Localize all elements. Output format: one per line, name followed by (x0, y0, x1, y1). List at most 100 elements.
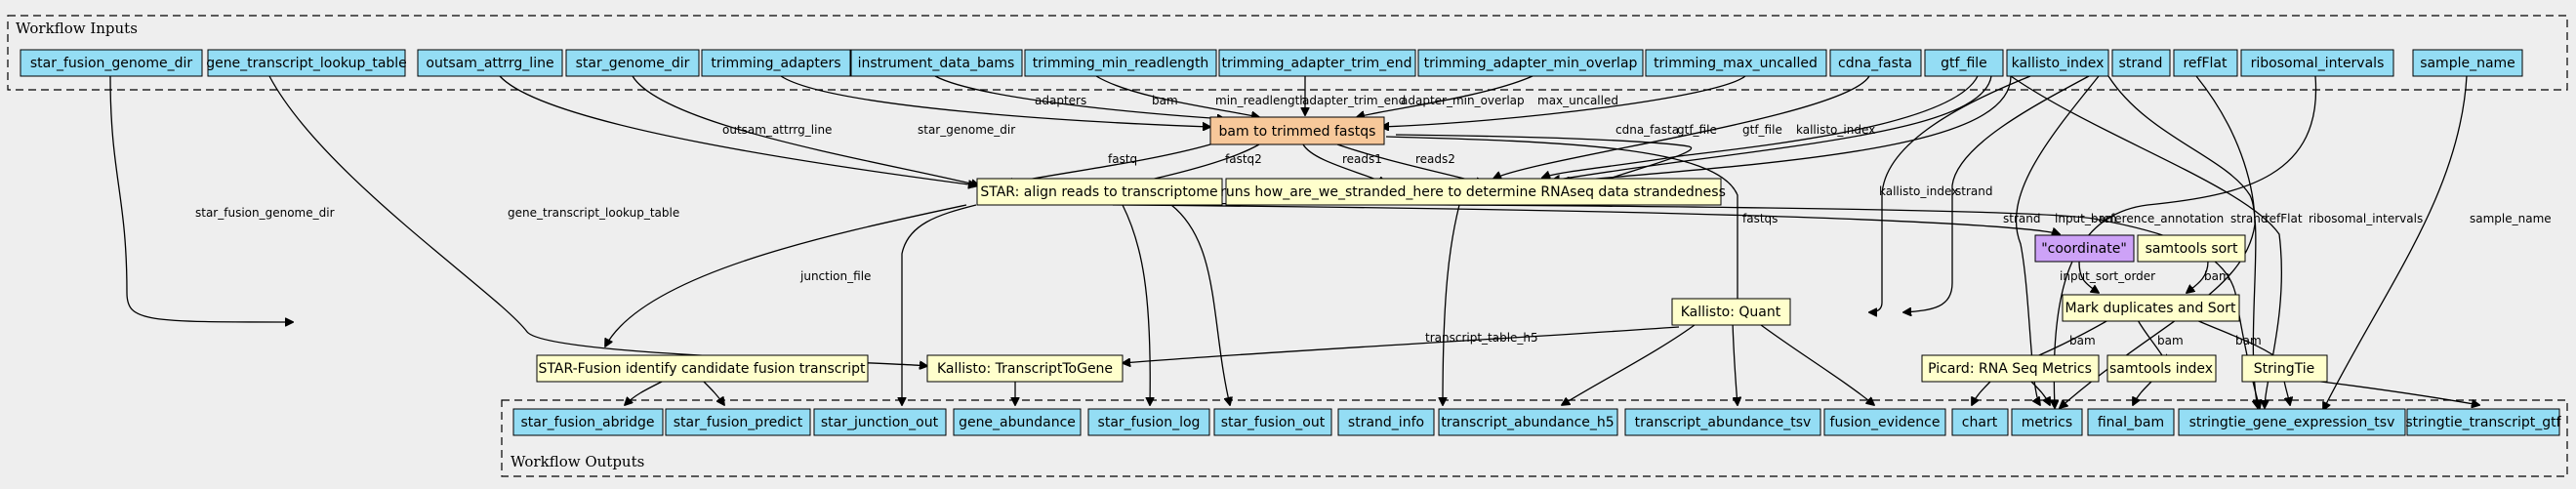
edge-label-fastqs: fastqs (1742, 212, 1778, 225)
input-node-label: refFlat (2183, 56, 2228, 71)
task-trim-label: bam to trimmed fastqs (1219, 124, 1376, 140)
task-stranded[interactable]: runs how_are_we_stranded_here to determi… (1220, 178, 1726, 206)
output-node[interactable]: stringtie_gene_expression_tsv (2178, 408, 2406, 436)
edge-transcript-abundance-tsv (1732, 321, 1738, 405)
edge-label-bam-picard: bam (2069, 334, 2096, 347)
edge-star-to-samsort (1112, 204, 2060, 234)
edge-transcript-abundance-h5 (1562, 321, 1699, 405)
task-coordinate-label: "coordinate" (2041, 241, 2127, 257)
output-node[interactable]: gene_abundance (953, 408, 1082, 436)
input-node[interactable]: instrument_data_bams (850, 49, 1023, 77)
input-node-label: trimming_adapter_min_overlap (1424, 56, 1638, 71)
input-node[interactable]: ribosomal_intervals (2240, 49, 2394, 77)
output-node[interactable]: fusion_evidence (1823, 408, 1946, 436)
edge-star-fusion-log (1122, 204, 1150, 405)
input-node[interactable]: kallisto_index (2006, 49, 2109, 77)
edge-label-bam: bam (1152, 94, 1178, 107)
input-node[interactable]: gtf_file (1924, 49, 2004, 77)
edge-label-star-genome-dir: star_genome_dir (918, 123, 1015, 137)
input-node[interactable]: trimming_max_uncalled (1645, 49, 1827, 77)
output-node-label: strand_info (1348, 415, 1424, 430)
task-markdup[interactable]: Mark duplicates and Sort (2062, 294, 2240, 322)
input-node-label: star_fusion_genome_dir (30, 56, 193, 71)
output-node[interactable]: star_fusion_abridge (512, 408, 664, 436)
output-node[interactable]: transcript_abundance_tsv (1624, 408, 1821, 436)
output-node[interactable]: chart (1951, 408, 2009, 436)
task-stringtie[interactable]: StringTie (2241, 354, 2328, 383)
workflow-inputs-label: Workflow Inputs (16, 20, 138, 37)
input-node-label: trimming_min_readlength (1033, 56, 1209, 71)
edge-gtf-file-b (1552, 75, 1992, 181)
output-node[interactable]: star_fusion_log (1087, 408, 1210, 436)
input-node[interactable]: strand (2111, 49, 2171, 77)
input-node-label: sample_name (2420, 56, 2515, 71)
edge-label-reads1: reads1 (1342, 152, 1382, 166)
output-node-label: transcript_abundance_tsv (1635, 415, 1812, 430)
input-node[interactable]: cdna_fasta (1829, 49, 1922, 77)
edge-stringtie-gene (2283, 380, 2290, 405)
workflow-outputs-cluster (501, 399, 2568, 477)
output-node-label: metrics (2022, 415, 2072, 430)
edge-strand-info (1443, 204, 1460, 405)
output-node[interactable]: star_junction_out (813, 408, 947, 436)
edge-label-bam-sort: bam (2204, 269, 2230, 283)
edge-star-fusion-abridge (625, 380, 665, 405)
task-picard[interactable]: Picard: RNA Seq Metrics (1921, 354, 2100, 383)
edge-label-junction-file: junction_file (799, 269, 871, 283)
task-star-label: STAR: align reads to transcriptome (980, 184, 1217, 200)
input-node[interactable]: trimming_adapter_trim_end (1218, 49, 1416, 77)
input-node-label: star_genome_dir (576, 56, 690, 71)
task-nodes: bam to trimmed fastqs STAR: align reads … (536, 116, 2328, 383)
edge-label-bam-index: bam (2157, 334, 2184, 347)
edge-outsam-attrrg-line (499, 75, 976, 185)
input-node-label: gene_transcript_lookup_table (206, 56, 407, 71)
task-kallisto-label: Kallisto: Quant (1681, 305, 1781, 320)
task-samsort-label: samtools sort (2146, 241, 2238, 257)
edge-label-input-sort-order: input_sort_order (2060, 269, 2155, 283)
output-node-label: chart (1962, 415, 1998, 430)
task-coordinate[interactable]: "coordinate" (2034, 234, 2135, 263)
edge-cdna-fasta (1493, 75, 1870, 179)
output-node[interactable]: transcript_abundance_h5 (1438, 408, 1618, 436)
task-samsort[interactable]: samtools sort (2137, 234, 2246, 263)
edge-max-uncalled (1381, 75, 1746, 127)
edge-star-genome-dir (632, 75, 979, 185)
output-node-label: star_fusion_abridge (520, 415, 654, 430)
edge-label-bam-stringtie: bam (2235, 334, 2262, 347)
input-node[interactable]: refFlat (2173, 49, 2238, 77)
input-node[interactable]: trimming_min_readlength (1024, 49, 1217, 77)
edge-trim-to-stranded (1395, 134, 1693, 185)
edge-label-cdna-fasta: cdna_fasta (1615, 123, 1679, 137)
output-node[interactable]: metrics (2011, 408, 2083, 436)
task-trim[interactable]: bam to trimmed fastqs (1209, 116, 1385, 145)
input-node[interactable]: trimming_adapter_min_overlap (1417, 49, 1644, 77)
task-samindex-label: samtools index (2109, 361, 2213, 377)
input-node[interactable]: outsam_attrrg_line (417, 49, 563, 77)
task-samindex[interactable]: samtools index (2106, 354, 2217, 383)
edge-final-bam (2133, 380, 2153, 405)
edge-adapters (780, 75, 1210, 127)
edge-label-strand-a: strand (1955, 184, 1992, 198)
input-node[interactable]: star_genome_dir (565, 49, 700, 77)
task-t2g[interactable]: Kallisto: TranscriptToGene (926, 354, 1124, 383)
input-node-label: gtf_file (1941, 56, 1987, 71)
task-fusion[interactable]: STAR-Fusion identify candidate fusion tr… (536, 354, 869, 383)
task-kallisto[interactable]: Kallisto: Quant (1671, 298, 1791, 326)
edge-kallisto-index-b (1869, 75, 2031, 312)
output-node-label: stringtie_transcript_gtf (2405, 415, 2561, 430)
output-node[interactable]: star_fusion_out (1213, 408, 1332, 436)
task-star[interactable]: STAR: align reads to transcriptome (976, 178, 1223, 206)
edge-label-strand-b: strand (2003, 212, 2040, 225)
output-node[interactable]: star_fusion_predict (665, 408, 811, 436)
input-node[interactable]: star_fusion_genome_dir (20, 49, 203, 77)
output-node[interactable]: strand_info (1337, 408, 1435, 436)
edge-label-refflat: refFlat (2265, 212, 2303, 225)
output-node[interactable]: stringtie_transcript_gtf (2405, 408, 2562, 436)
output-node[interactable]: final_bam (2087, 408, 2175, 436)
input-node[interactable]: trimming_adapters (701, 49, 851, 77)
edge-star-fusion-out (1170, 204, 1230, 405)
input-node[interactable]: gene_transcript_lookup_table (206, 49, 407, 77)
output-node-label: star_fusion_predict (674, 415, 803, 430)
edge-adapter-min-overlap (1357, 75, 1533, 117)
input-node[interactable]: sample_name (2412, 49, 2523, 77)
